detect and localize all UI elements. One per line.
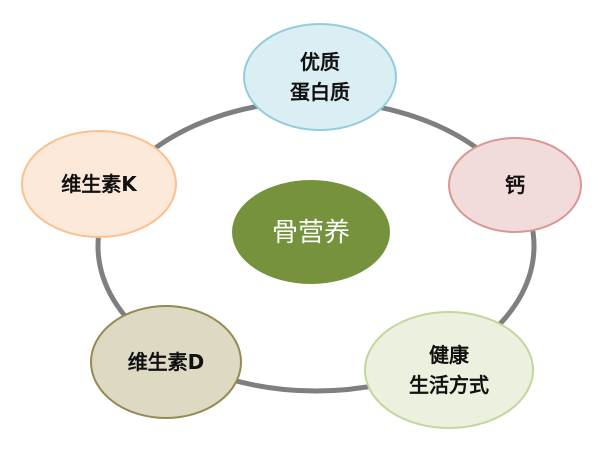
- node-calcium-shape: [448, 137, 582, 233]
- node-vitamin-d: 维生素D: [90, 305, 242, 419]
- node-calcium: 钙: [448, 137, 582, 233]
- center-node-label: 骨营养: [272, 218, 350, 248]
- node-calcium-label: 钙: [505, 173, 525, 197]
- node-vitamin-d-shape: [90, 305, 242, 419]
- node-lifestyle-shape: [364, 311, 534, 429]
- node-vitamin-k-label: 维生素K: [61, 172, 138, 196]
- node-vitamin-k: 维生素K: [21, 130, 177, 238]
- center-node-shape: [232, 180, 390, 284]
- node-lifestyle-label-line-1: 健康: [429, 343, 470, 367]
- node-vitamin-d-label: 维生素D: [128, 350, 205, 374]
- node-protein: 优质 蛋白质: [243, 23, 397, 131]
- node-protein-label-line-2: 蛋白质: [290, 80, 350, 104]
- node-protein-label-line-1: 优质: [300, 50, 340, 74]
- node-lifestyle: 健康 生活方式: [364, 311, 534, 429]
- center-node: 骨营养: [232, 180, 390, 284]
- node-lifestyle-label-line-2: 生活方式: [409, 373, 489, 397]
- node-vitamin-k-shape: [21, 130, 177, 238]
- node-protein-shape: [243, 23, 397, 131]
